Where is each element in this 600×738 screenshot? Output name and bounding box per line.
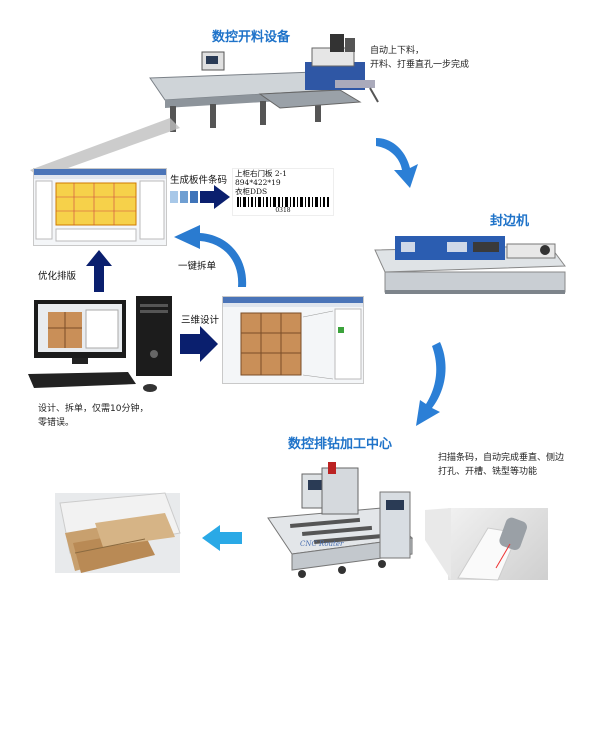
projection-wedge	[30, 118, 180, 178]
barcode-bars	[237, 197, 329, 207]
arrow-to-drilling-center	[416, 342, 446, 426]
one-click-split-arrow	[174, 225, 247, 287]
drilling-center-machine	[267, 462, 414, 578]
scanner-photo	[448, 508, 548, 581]
cnc-router-brand: CNC Router	[300, 540, 344, 548]
one-click-split-label: 一键拆单	[178, 261, 217, 272]
edge-banding-title: 封边机	[490, 214, 530, 229]
drilling-center-note-2: 打孔、开槽、铣型等功能	[438, 467, 538, 477]
three-d-design-arrow	[180, 326, 218, 362]
optimize-arrow	[86, 250, 112, 292]
barcode-label: 上柜右门板 2-1 894*422*19 衣柜DDS 0318	[232, 168, 334, 216]
cnc-cutting-note-1: 自动上下料，	[370, 46, 425, 56]
nesting-software-screen	[33, 168, 167, 246]
design-note-2: 零错误。	[38, 418, 75, 428]
barcode-line-2: 894*422*19	[235, 178, 281, 187]
design-computer	[28, 296, 172, 392]
barcode-line-1: 上柜右门板 2-1	[235, 169, 287, 178]
design-note-1: 设计、拆单，仅需10分钟，	[38, 404, 149, 414]
arrow-to-edge-banding	[376, 138, 418, 188]
barcode-line-3: 衣柜DDS	[235, 187, 268, 196]
cnc-cutting-title: 数控开料设备	[212, 30, 291, 45]
drilling-center-note-1: 扫描条码，自动完成垂直、侧边	[438, 453, 565, 463]
optimize-label: 优化排版	[38, 271, 77, 282]
edge-banding-machine	[374, 236, 566, 294]
scanner-connector	[425, 508, 451, 580]
three-d-design-screen	[222, 296, 364, 384]
arrow-to-finished-panels	[202, 525, 242, 551]
finished-panels-photo	[55, 492, 181, 573]
three-d-design-label: 三维设计	[181, 315, 220, 326]
cnc-cutting-machine	[149, 34, 379, 132]
barcode-gen-label: 生成板件条码	[170, 175, 228, 186]
gradient-arrow-to-barcode	[170, 185, 230, 209]
barcode-number: 0318	[275, 207, 291, 214]
drilling-center-title: 数控排钻加工中心	[288, 437, 393, 452]
cnc-cutting-note-2: 开料、打垂直孔一步完成	[370, 60, 470, 70]
